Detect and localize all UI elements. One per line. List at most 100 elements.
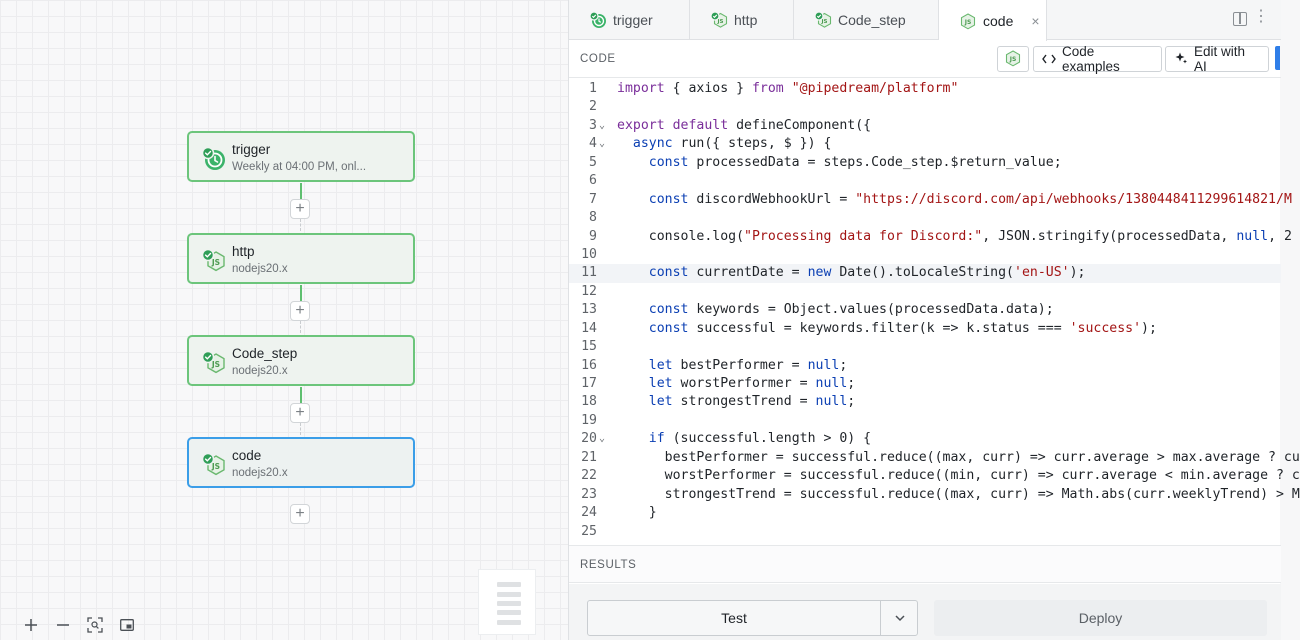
svg-text:JS: JS <box>716 19 723 25</box>
workflow-node-trigger[interactable]: trigger Weekly at 04:00 PM, onl... <box>187 131 415 182</box>
node-title: code <box>232 448 262 463</box>
line-number: 10 <box>581 246 597 262</box>
code-line: 20⌄ if (successful.length > 0) { <box>569 430 1281 448</box>
split-view-icon[interactable] <box>1233 12 1247 26</box>
line-number: 19 <box>581 412 597 428</box>
code-text: import { axios } from "@pipedream/platfo… <box>617 81 959 96</box>
line-number: 16 <box>581 357 597 373</box>
code-editor-panel: trigger JS http JS <box>568 0 1300 640</box>
line-number: 14 <box>581 320 597 336</box>
code-line: 9 console.log("Processing data for Disco… <box>569 228 1292 246</box>
close-icon[interactable]: × <box>1031 12 1040 29</box>
edit-with-ai-button[interactable]: Edit with AI <box>1165 44 1269 74</box>
code-line: 4⌄ async run({ steps, $ }) { <box>569 135 1281 153</box>
code-line: 12 <box>569 283 1281 301</box>
line-number: 24 <box>581 505 597 521</box>
code-brackets-icon <box>1042 52 1056 67</box>
canvas-toolbar <box>22 616 136 634</box>
test-button-label: Test <box>721 610 747 626</box>
step-tabs: trigger JS http JS <box>569 0 1281 41</box>
tab-code-step[interactable]: JS Code_step <box>794 0 939 40</box>
connector <box>300 387 302 403</box>
code-line: 19 <box>569 412 1281 430</box>
test-button[interactable]: Test <box>587 600 918 636</box>
chevron-down-icon[interactable] <box>881 601 918 635</box>
node-title: trigger <box>232 142 271 157</box>
code-line: 7 const discordWebhookUrl = "https://dis… <box>569 191 1292 209</box>
add-step-button[interactable]: + <box>290 403 310 423</box>
minimap-node <box>497 582 521 587</box>
sparkle-icon <box>1174 51 1188 68</box>
line-number: 22 <box>581 468 597 484</box>
add-step-button[interactable]: + <box>290 301 310 321</box>
side-panel-handle[interactable] <box>1275 46 1280 70</box>
nodejs-icon: JS <box>201 350 227 376</box>
code-text: strongestTrend = successful.reduce((max,… <box>617 486 1300 502</box>
add-step-button[interactable]: + <box>290 504 310 524</box>
line-number: 13 <box>581 302 597 318</box>
code-line: 21 bestPerformer = successful.reduce((ma… <box>569 449 1300 467</box>
nodejs-icon: JS <box>710 11 728 29</box>
tab-label: http <box>734 12 758 28</box>
line-number: 7 <box>589 191 597 207</box>
line-number: 11 <box>581 265 597 281</box>
zoom-in-icon[interactable] <box>22 616 40 634</box>
tab-code[interactable]: JS code × <box>939 0 1047 41</box>
fold-icon[interactable]: ⌄ <box>599 433 606 445</box>
code-line-active: 11 const currentDate = new Date().toLoca… <box>569 264 1281 283</box>
code-line: 3⌄export default defineComponent({ <box>569 117 1281 135</box>
code-editor[interactable]: 1 import { axios } from "@pipedream/platf… <box>569 80 1300 545</box>
code-line: 18 let strongestTrend = null; <box>569 393 1281 411</box>
code-line: 10 <box>569 246 1281 264</box>
line-number: 21 <box>581 449 597 465</box>
line-number: 5 <box>589 154 597 170</box>
connector-dashed <box>300 423 301 435</box>
more-options-icon[interactable]: ⋮ <box>1253 8 1269 25</box>
tab-http[interactable]: JS http <box>690 0 794 40</box>
connector-dashed <box>300 219 301 231</box>
minimap-node <box>497 610 521 615</box>
fit-view-icon[interactable] <box>86 616 104 634</box>
code-line: 22 worstPerformer = successful.reduce((m… <box>569 467 1300 485</box>
workflow-node-http[interactable]: JS http nodejs20.x <box>187 233 415 284</box>
tab-trigger[interactable]: trigger <box>569 0 690 40</box>
add-step-button[interactable]: + <box>290 199 310 219</box>
line-number: 12 <box>581 283 597 299</box>
line-number: 18 <box>581 394 597 410</box>
code-text: const keywords = Object.values(processed… <box>648 302 1054 318</box>
clock-icon <box>201 146 227 172</box>
action-bar: Test Deploy <box>569 584 1281 640</box>
code-line: 5 const processedData = steps.Code_step.… <box>569 154 1281 172</box>
button-divider <box>880 601 881 635</box>
node-subtitle: nodejs20.x <box>232 263 288 275</box>
workflow-node-code[interactable]: JS code nodejs20.x <box>187 437 415 488</box>
node-subtitle: Weekly at 04:00 PM, onl... <box>232 161 367 173</box>
code-examples-button[interactable]: Code examples <box>1033 44 1162 74</box>
code-line: 8 <box>569 209 1281 227</box>
svg-text:JS: JS <box>1009 56 1017 63</box>
code-section-header: CODE JS Code examples Edit with A <box>569 40 1281 78</box>
code-line: 16 let bestPerformer = null; <box>569 357 1281 375</box>
tab-label: trigger <box>613 12 653 28</box>
minimap[interactable] <box>478 569 536 635</box>
code-line: 23 strongestTrend = successful.reduce((m… <box>569 486 1300 504</box>
code-text: } <box>617 505 657 521</box>
nodejs-icon: JS <box>201 452 227 478</box>
line-number: 20 <box>581 431 597 447</box>
deploy-button[interactable]: Deploy <box>934 600 1267 636</box>
line-number: 2 <box>589 99 597 115</box>
node-subtitle: nodejs20.x <box>232 365 288 377</box>
nodejs-icon: JS <box>959 12 977 30</box>
zoom-out-icon[interactable] <box>54 616 72 634</box>
code-text: let strongestTrend = null; <box>648 394 856 410</box>
workflow-node-code-step[interactable]: JS Code_step nodejs20.x <box>187 335 415 386</box>
line-number: 1 <box>589 81 597 96</box>
workflow-canvas[interactable]: trigger Weekly at 04:00 PM, onl... + JS … <box>0 0 568 640</box>
node-title: http <box>232 244 255 259</box>
minimap-toggle-icon[interactable] <box>118 616 136 634</box>
line-number: 4 <box>589 136 597 152</box>
fold-icon[interactable]: ⌄ <box>599 138 606 150</box>
edit-with-ai-label: Edit with AI <box>1194 44 1246 74</box>
fold-icon[interactable]: ⌄ <box>599 119 606 131</box>
nodejs-runtime-button[interactable]: JS <box>997 46 1029 72</box>
